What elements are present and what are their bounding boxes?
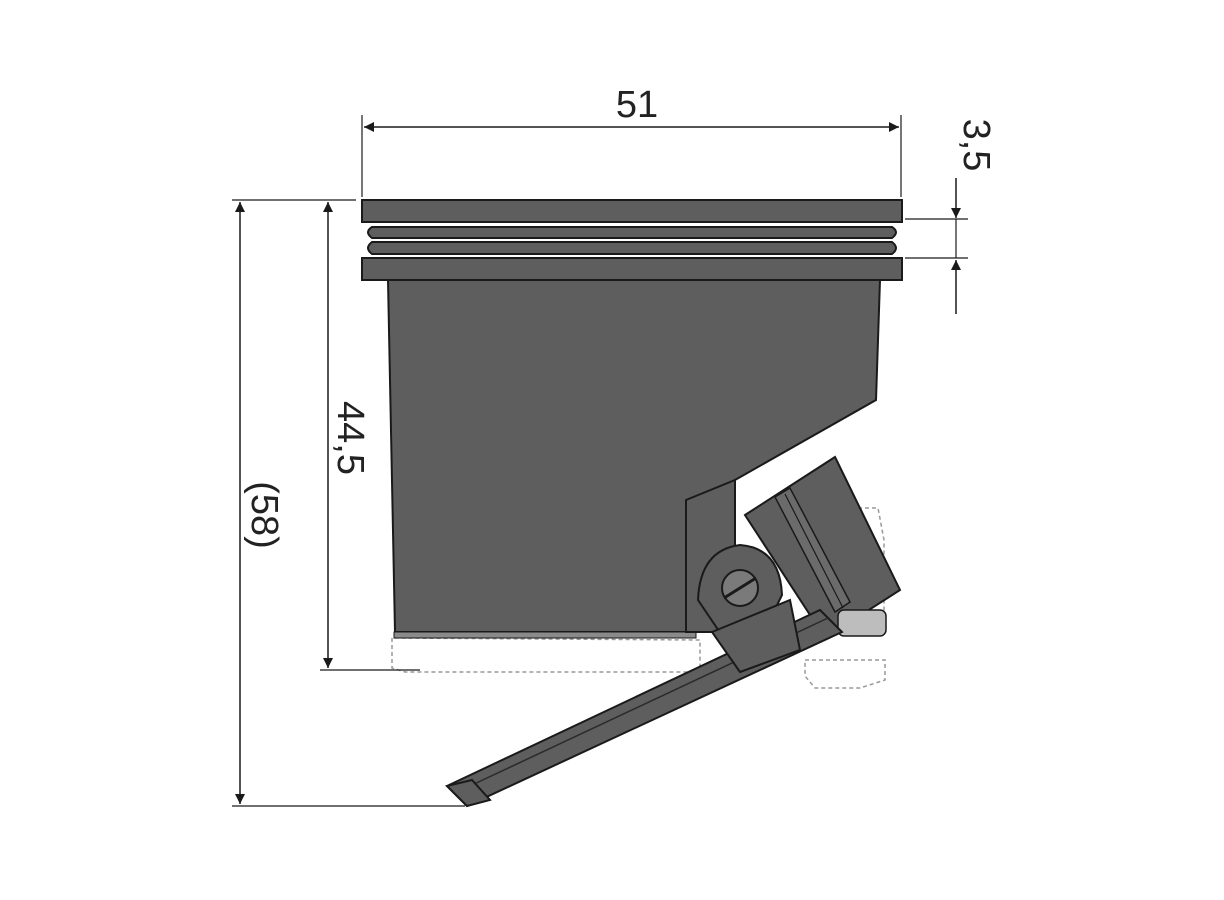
flap-center-line [784,493,844,609]
flap-assembly [445,455,902,808]
dimension-flange: 3,5 [905,119,997,314]
hinge-bracket [710,598,802,674]
dimension-label-flange: 3,5 [955,119,997,172]
lever-end-tab [445,778,492,808]
flap-housing-inner [774,486,851,614]
dimension-label-body-height: 44,5 [329,401,371,475]
screw-slot [723,576,757,600]
drain-part [361,199,903,639]
seal-ring-upper [367,226,897,239]
seal-ring-lower [367,241,897,255]
dimension-width: 51 [361,84,902,197]
bottom-plate [393,631,697,639]
flap-button [837,609,887,637]
dimension-label-total-height: (58) [243,481,285,549]
lower-flange [361,257,903,281]
dashed-lower-outline [804,659,886,689]
dimension-label-width: 51 [616,84,658,126]
dimension-total-height: (58) [232,199,465,807]
top-flange [361,199,903,223]
dashed-base-outline [391,637,701,673]
dimension-body-height: 44,5 [314,199,420,671]
